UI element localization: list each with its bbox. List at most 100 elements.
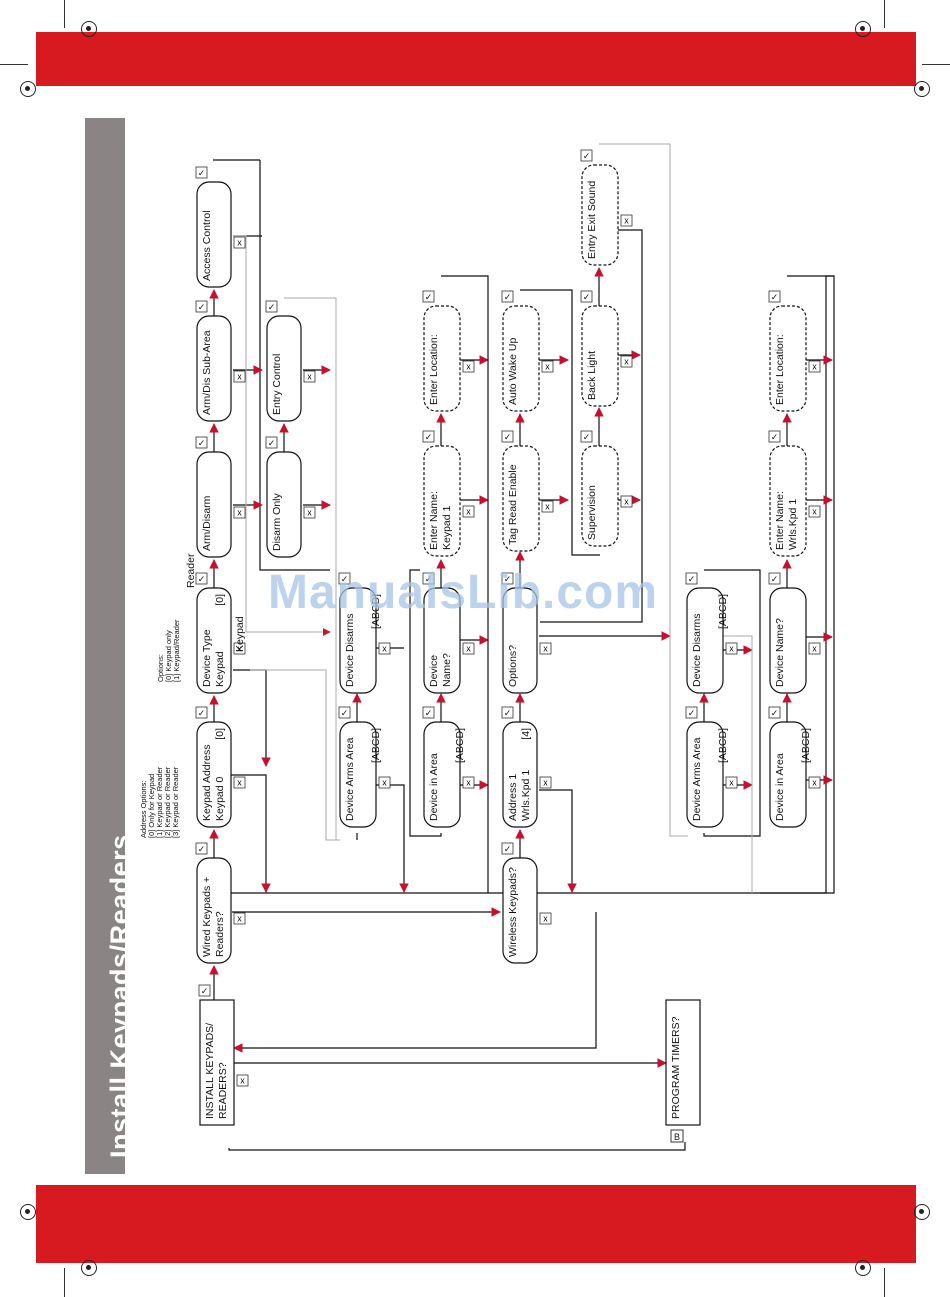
svg-text:✓: ✓: [504, 292, 512, 302]
node-value: [ABCD]: [717, 594, 729, 629]
node-wireless[interactable]: Wireless Keypads?✓x: [501, 842, 552, 964]
svg-text:✓: ✓: [583, 151, 591, 161]
node-dev_in_area_2[interactable]: Device in Area[ABCD]✓x: [768, 706, 821, 828]
connector-line: [233, 912, 597, 1053]
node-enter_name_2[interactable]: Enter Name:Wrls.Kpd 1✓x: [768, 430, 821, 557]
node-options[interactable]: Options?✓x: [501, 572, 552, 694]
node-entry_control[interactable]: Entry Control✓x: [265, 300, 316, 422]
svg-text:✓: ✓: [198, 844, 206, 854]
node-value: [4]: [520, 728, 532, 740]
node-box: [502, 445, 540, 552]
node-label: PROGRAM TIMERS?: [670, 1016, 682, 1119]
svg-text:x: x: [466, 778, 471, 788]
no-icon: x: [620, 355, 633, 368]
yes-icon: ✓: [580, 290, 593, 303]
node-dev_name_2[interactable]: Device Name?✓x: [768, 572, 821, 694]
node-box: [686, 587, 724, 694]
node-enter_loc_2[interactable]: Enter Location:✓x: [768, 290, 821, 412]
node-wired[interactable]: Wired Keypads +Readers?✓x: [195, 842, 246, 964]
node-box: [423, 305, 461, 412]
node-label: Tag Read Enable: [507, 464, 519, 545]
node-box: [665, 999, 701, 1126]
address-options-note: [2] Keypad or Reader: [163, 766, 172, 838]
svg-text:✓: ✓: [688, 708, 696, 718]
no-icon: x: [462, 505, 475, 518]
node-dev_disarms_2[interactable]: Device Disarms[ABCD]✓x: [685, 572, 738, 694]
node-dev_arms_area_2[interactable]: Device Arms Area[ABCD]✓x: [685, 706, 738, 828]
no-icon: x: [303, 506, 316, 519]
svg-text:x: x: [466, 644, 471, 654]
node-dev_arms_area_1[interactable]: Device Arms Area[ABCD]✓x: [338, 706, 391, 828]
connector-line: [441, 275, 489, 893]
connector-line: [233, 669, 271, 767]
node-program_timers[interactable]: PROGRAM TIMERS?: [665, 999, 701, 1126]
no-icon: x: [539, 642, 552, 655]
node-label: Device Disarms: [344, 613, 356, 687]
node-box: [196, 587, 232, 694]
node-box: [502, 305, 540, 412]
node-dev_disarms_1[interactable]: Device Disarms[ABCD]✓x: [338, 572, 391, 694]
svg-text:x: x: [466, 507, 471, 517]
node-tag_read[interactable]: Tag Read Enable✓x: [501, 430, 554, 552]
node-label: Wired Keypads +: [201, 877, 213, 957]
node-arm_disarm[interactable]: Arm/Disarm✓x: [195, 436, 246, 558]
node-install[interactable]: INSTALL KEYPADS/READERS? ✓ x: [198, 984, 249, 1126]
svg-text:✓: ✓: [198, 708, 206, 718]
node-value: [ABCD]: [370, 728, 382, 763]
no-icon: x: [539, 776, 552, 789]
title-sidebar: Install Keypads/Readers: [85, 118, 135, 1174]
svg-text:✓: ✓: [425, 432, 433, 442]
no-icon: x: [725, 776, 738, 789]
connector-line: [540, 229, 643, 623]
node-enter_name_1[interactable]: Enter Name:Keypad 1✓x: [422, 430, 475, 557]
node-disarm_only[interactable]: Disarm Only✓x: [265, 436, 316, 558]
no-icon: x: [462, 360, 475, 373]
node-label: INSTALL KEYPADS/: [204, 1023, 216, 1119]
svg-text:✓: ✓: [198, 302, 206, 312]
svg-text:x: x: [237, 778, 242, 788]
node-back_light[interactable]: Back Light ✓ x: [580, 290, 633, 407]
node-enter_loc_1[interactable]: Enter Location:✓x: [422, 290, 475, 412]
node-label: Back Light: [586, 351, 598, 400]
node-box: [686, 721, 724, 828]
node-supervision[interactable]: Supervision✓x: [580, 430, 633, 547]
svg-text:x: x: [543, 778, 548, 788]
yes-icon: ✓: [768, 706, 781, 719]
svg-text:x: x: [307, 372, 312, 382]
svg-text:x: x: [237, 372, 242, 382]
yes-icon: ✓: [501, 430, 514, 443]
node-label: Device: [428, 655, 440, 687]
no-icon: x: [233, 642, 246, 655]
yes-icon: ✓: [768, 290, 781, 303]
yes-icon: ✓: [501, 290, 514, 303]
svg-text:✓: ✓: [771, 708, 779, 718]
svg-text:x: x: [545, 362, 550, 372]
node-value: [0]: [214, 728, 226, 740]
node-value: [ABCD]: [800, 728, 812, 763]
address-options-note: Address Options:: [139, 780, 148, 838]
node-label: READERS?: [217, 1062, 229, 1119]
connector-line: [599, 143, 688, 837]
node-box: [502, 857, 538, 964]
no-icon: x: [378, 776, 391, 789]
no-icon: x: [236, 1074, 249, 1087]
node-access_control[interactable]: Access Control✓x: [195, 166, 246, 288]
node-value: [ABCD]: [454, 728, 466, 763]
node-dev_in_area_1[interactable]: Device in Area[ABCD]✓x: [422, 706, 475, 828]
no-icon: x: [808, 642, 821, 655]
address-options-note: [0] Only for Keypad: [147, 774, 156, 838]
yes-icon: ✓: [198, 984, 211, 997]
node-auto_wake[interactable]: Auto Wake Up✓x: [501, 290, 554, 412]
node-entry_exit[interactable]: Entry Exit Sound✓x: [580, 149, 633, 266]
node-arm_dis_sub[interactable]: Arm/Dis Sub-Area✓x: [195, 300, 246, 422]
yes-icon: ✓: [501, 842, 514, 855]
node-label: Enter Location:: [774, 334, 786, 405]
svg-text:✓: ✓: [583, 292, 591, 302]
node-label: Device Type: [201, 629, 213, 687]
no-icon: x: [233, 370, 246, 383]
connector-line: [259, 160, 330, 571]
